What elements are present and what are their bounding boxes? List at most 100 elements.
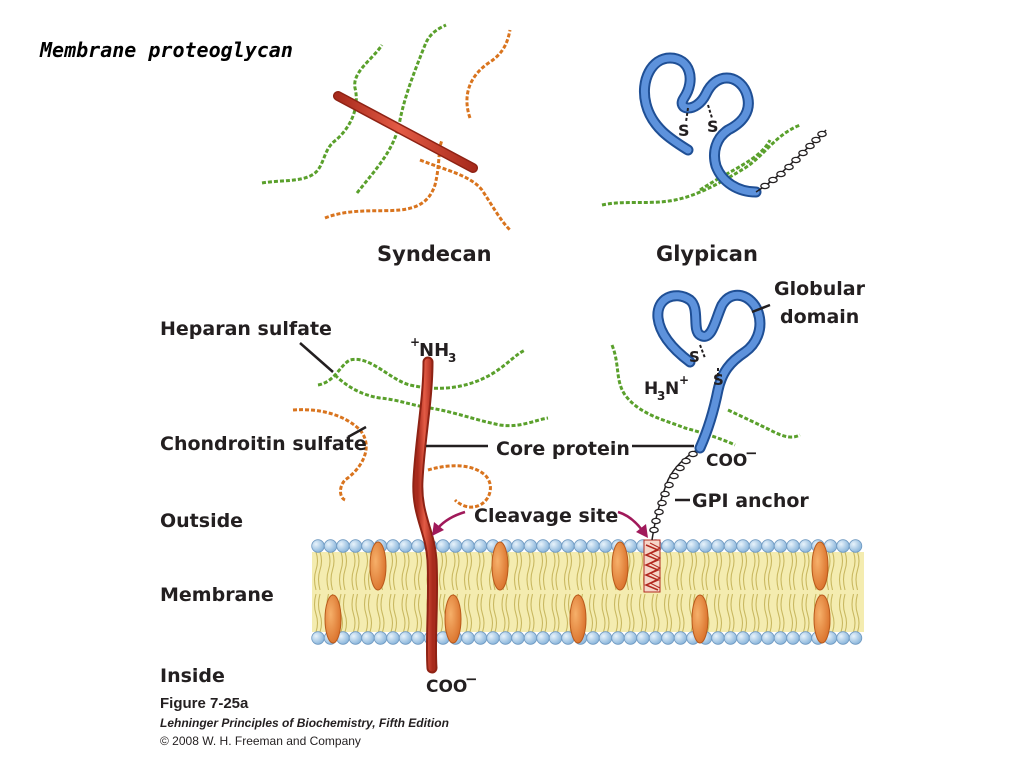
lipid-head xyxy=(736,631,750,645)
svg-text:3: 3 xyxy=(657,389,665,403)
lipid-head xyxy=(798,539,813,553)
lipid-head xyxy=(548,539,563,553)
glypican-top-illustration: S S xyxy=(601,52,827,207)
lipid-head xyxy=(761,631,775,645)
lipid-head xyxy=(386,539,400,553)
syndecan-top-illustration xyxy=(261,23,512,232)
book-citation: Lehninger Principles of Biochemistry, Fi… xyxy=(160,716,449,730)
coo-terminus-bottom-label: COO − xyxy=(426,670,478,697)
syndecan-label: Syndecan xyxy=(377,242,492,266)
coo-terminus-right-label: COO − xyxy=(706,444,758,471)
lipid-head xyxy=(436,539,450,553)
gpi-membrane-anchor xyxy=(643,539,662,593)
lipid-head xyxy=(586,539,600,553)
svg-text:+: + xyxy=(679,373,689,387)
lipid-head xyxy=(511,631,525,645)
gpi-sugar-bead xyxy=(681,457,691,465)
heparan-sulfate-chain xyxy=(317,348,526,390)
heparan-sulfate-chain xyxy=(261,44,384,185)
lipid-head xyxy=(636,631,650,645)
lipid-head xyxy=(548,631,563,645)
heparan-sulfate-chain xyxy=(465,29,512,119)
lipid-head xyxy=(836,631,850,645)
gpi-sugar-bead xyxy=(798,149,808,157)
lipid-head xyxy=(448,539,463,553)
syndecan-core-protein xyxy=(412,356,439,674)
lipid-head xyxy=(673,539,688,553)
lipid-head xyxy=(536,631,550,645)
lipid-head xyxy=(723,631,738,645)
lipid-head xyxy=(523,631,538,645)
gpi-sugar-bead xyxy=(664,481,674,489)
lipid-head xyxy=(323,539,338,553)
chondroitin-sulfate-label: Chondroitin sulfate xyxy=(160,433,367,455)
lipid-head xyxy=(711,631,725,645)
gpi-sugar-bead xyxy=(791,156,801,164)
lipid-head xyxy=(411,631,425,645)
gpi-sugar-bead xyxy=(654,508,664,516)
lipid-head xyxy=(698,539,713,553)
lipid-head xyxy=(773,539,788,553)
leader-lines xyxy=(299,303,771,502)
lipid-head xyxy=(311,631,325,645)
lipid-head xyxy=(473,539,488,553)
membrane-protein xyxy=(813,594,831,644)
gpi-anchor-label: GPI anchor xyxy=(692,490,809,512)
nh3-terminus-label: + NH 3 xyxy=(410,335,456,365)
lipid-head xyxy=(848,631,863,645)
gpi-sugar-bead xyxy=(675,464,685,472)
lipid-head xyxy=(598,631,613,645)
gpi-sugar-bead xyxy=(776,170,786,178)
svg-text:H: H xyxy=(644,379,658,399)
lipid-head xyxy=(373,631,388,645)
lipid-head xyxy=(561,539,575,553)
lipid-head xyxy=(661,539,675,553)
glypican-s-label: S xyxy=(707,117,719,136)
membrane-protein xyxy=(369,541,387,591)
membrane-protein xyxy=(811,541,829,591)
lipid-head xyxy=(648,631,663,645)
lipid-head xyxy=(786,539,800,553)
lipid-head xyxy=(723,539,738,553)
svg-text:−: − xyxy=(745,444,758,462)
svg-text:COO: COO xyxy=(426,677,467,697)
lipid-head xyxy=(348,539,363,553)
slide-title: Membrane proteoglycan xyxy=(40,38,293,62)
membrane-protein xyxy=(324,594,342,644)
outside-label: Outside xyxy=(160,510,243,532)
heparan-sulfate-label: Heparan sulfate xyxy=(160,318,332,340)
svg-text:N: N xyxy=(665,379,679,399)
gpi-sugar-bead xyxy=(649,526,659,534)
gpi-sugar-bead xyxy=(651,517,661,525)
lipid-head xyxy=(511,539,525,553)
lipid-head xyxy=(748,539,763,553)
svg-text:domain: domain xyxy=(780,306,859,328)
heparan-sulfate-chain xyxy=(355,23,447,194)
lipid-head xyxy=(398,631,413,645)
lipid-head xyxy=(573,539,588,553)
membrane-protein xyxy=(569,594,587,644)
lipid-head xyxy=(311,539,325,553)
lipid-head xyxy=(773,631,788,645)
heparan-sulfate-chain xyxy=(699,139,772,192)
lipid-head xyxy=(486,631,500,645)
figure-number: Figure 7-25a xyxy=(160,695,249,712)
gpi-sugar-bead xyxy=(688,450,698,458)
lipid-head xyxy=(673,631,688,645)
lipid-head xyxy=(586,631,600,645)
chondroitin-sulfate-chain xyxy=(292,408,368,502)
disulfide-s-label: S xyxy=(689,348,700,366)
gpi-sugar-bead xyxy=(768,176,778,184)
membrane-protein xyxy=(444,594,462,644)
disulfide-s-label: S xyxy=(713,371,724,389)
membrane-protein xyxy=(611,541,629,591)
inside-label: Inside xyxy=(160,665,225,687)
heparan-sulfate-chain xyxy=(601,123,801,207)
copyright-notice: © 2008 W. H. Freeman and Company xyxy=(160,734,361,748)
lipid-head xyxy=(798,631,813,645)
gpi-anchor-chain xyxy=(649,447,701,541)
h3n-plus-label: H 3 N + xyxy=(644,373,689,403)
heparan-sulfate-chain xyxy=(727,408,801,439)
